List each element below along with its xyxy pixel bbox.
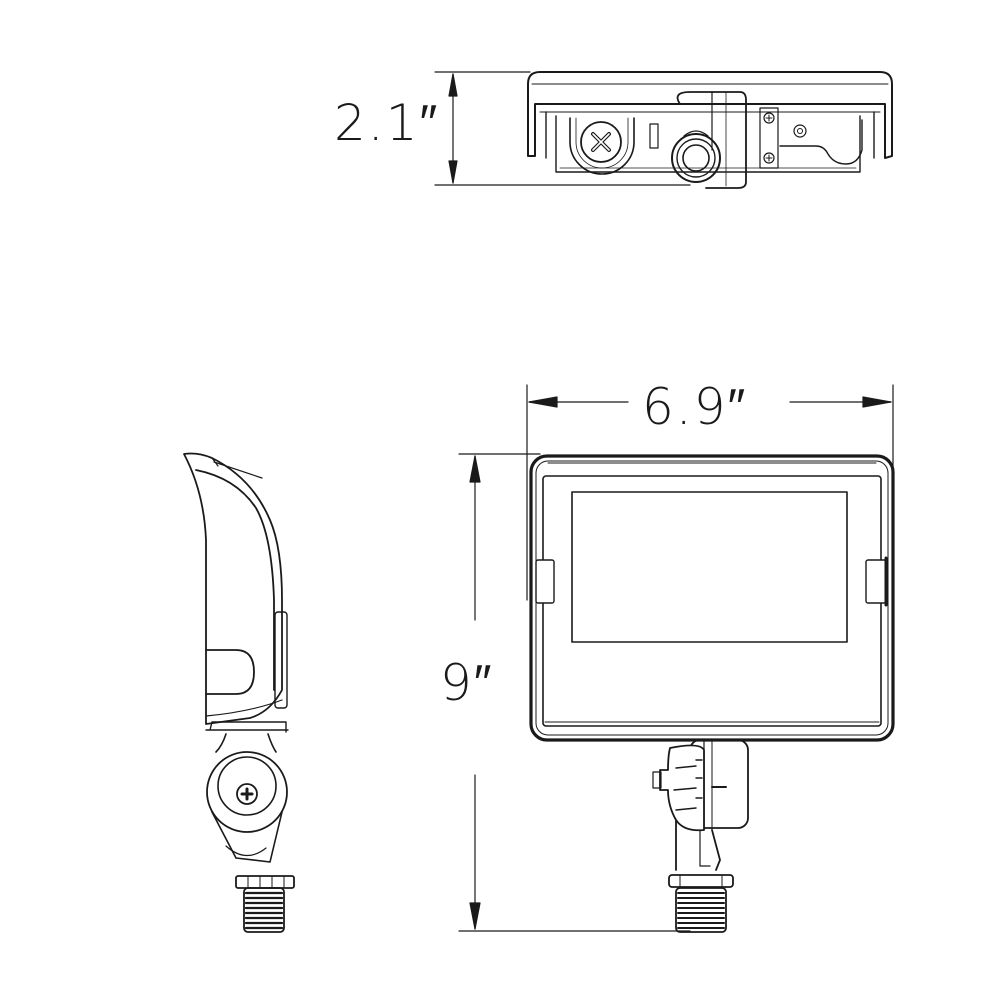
side-view <box>183 452 295 933</box>
front-view-knuckle-mount <box>652 739 749 933</box>
led-lens <box>571 491 848 643</box>
top-view <box>434 71 893 189</box>
length-dimension <box>458 453 691 932</box>
front-view <box>458 384 895 933</box>
height-dimension <box>434 71 691 186</box>
length-dimension-label: 9″ <box>440 654 494 712</box>
width-dimension-label: 6.9″ <box>636 382 754 432</box>
top-view-housing <box>527 71 893 189</box>
front-view-housing <box>529 454 895 742</box>
height-dimension-label: 2.1″ <box>334 94 440 152</box>
